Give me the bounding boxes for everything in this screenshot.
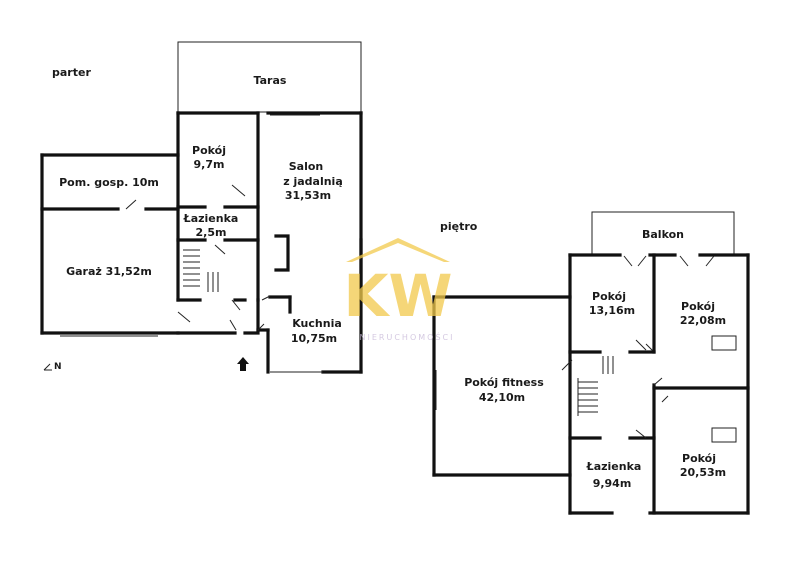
north-label: N [54,362,62,372]
room-balkon-label: Balkon [642,228,684,241]
ground-floor-title: parter [52,66,91,79]
room-kuchnia-area: 10,75m [291,332,337,345]
room-lazienka-label: Łazienka [183,212,239,225]
north-arrow-icon [43,363,51,371]
entrance-arrow-icon [237,357,249,371]
ground-stairs [183,249,219,292]
upper-floor-plan: Balkon Pokój 13,16m Pokój 22,08m Pokój f… [432,211,750,515]
room-pokoj-area: 9,7m [194,158,225,171]
kw-watermark-logo: KW NIERUCHOMOŚCI [344,238,455,342]
room-pokoj2-label: Pokój [681,300,715,313]
room-pokoj2-area: 22,08m [680,314,726,327]
room-pokoj3-area: 20,53m [680,466,726,479]
upper-floor-title: piętro [440,220,478,233]
room-pokoj1-label: Pokój [592,290,626,303]
room-lazienka-area: 2,5m [196,226,227,239]
room-salon-label-1: Salon [289,160,324,173]
room-kuchnia-label: Kuchnia [292,317,342,330]
room-pokoj1-area: 13,16m [589,304,635,317]
room-taras-label: Taras [254,74,287,87]
skylight-icon [711,335,737,351]
room-salon-area: 31,53m [285,189,331,202]
room-fitness-area: 42,10m [479,391,525,404]
room-pokoj-label: Pokój [192,144,226,157]
upper-stairs [577,356,614,416]
room-pokoj3-label: Pokój [682,452,716,465]
ground-floor-plan: N Taras Pokój 9,7m Salon z jadalnią 31,5… [40,41,363,374]
room-lazienka2-label: Łazienka [586,460,642,473]
watermark-logo-text: KW [344,262,453,330]
room-fitness-label: Pokój fitness [464,376,544,389]
skylight-icon [711,427,737,443]
room-pom-gosp-label: Pom. gosp. 10m [59,176,159,189]
room-lazienka2-area: 9,94m [593,477,632,490]
room-salon-label-2: z jadalnią [283,175,343,188]
watermark-caption: NIERUCHOMOŚCI [360,331,455,342]
balcony-outline [591,211,735,254]
room-garaz-label: Garaż 31,52m [66,265,152,278]
